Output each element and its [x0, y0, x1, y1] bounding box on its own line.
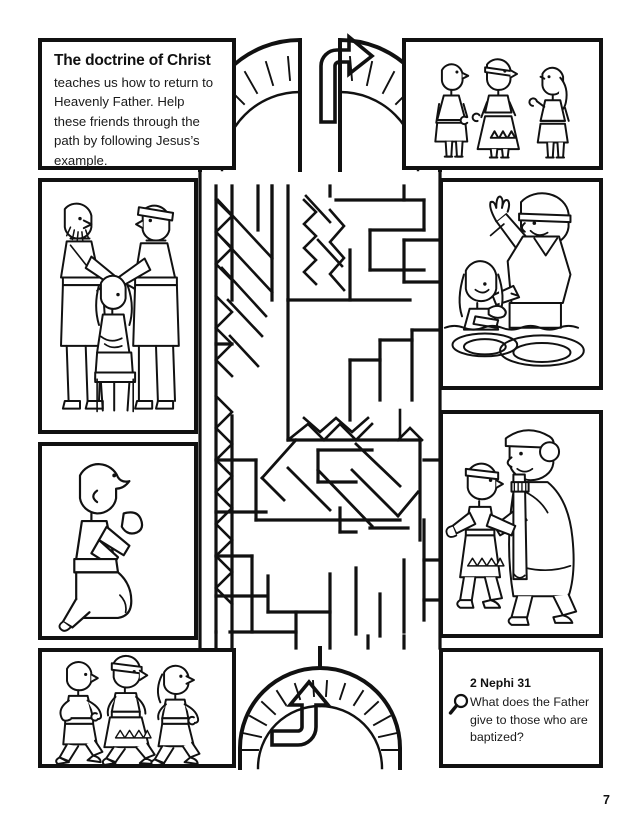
illustration-baptism: [439, 178, 603, 390]
baptism-drawing: [443, 192, 585, 367]
illustration-confirmation: [38, 178, 198, 434]
question-text: What does the Father give to those who a…: [470, 695, 590, 745]
mother-and-child-drawing: [445, 429, 578, 626]
scripture-question-panel: 2 Nephi 31 What does the Father give to …: [439, 648, 603, 768]
magnifying-glass-icon: [448, 693, 469, 715]
illustration-running-children: [38, 648, 236, 768]
page-number: 7: [603, 793, 610, 807]
illustration-talking-friends: [402, 38, 603, 170]
page-title: The doctrine of Christ: [54, 52, 211, 69]
scripture-reference: 2 Nephi 31: [470, 676, 531, 690]
illustration-praying-boy: [38, 442, 198, 640]
illustration-mother-and-child: [439, 410, 603, 638]
praying-boy-drawing: [58, 463, 144, 632]
confirmation-drawing: [60, 202, 180, 413]
talking-friends-drawing: [434, 58, 570, 159]
intro-text-panel: The doctrine of Christ teaches us how to…: [38, 38, 236, 170]
running-children-drawing: [55, 654, 201, 764]
intro-body-text: teaches us how to return to Heavenly Fat…: [54, 74, 214, 168]
